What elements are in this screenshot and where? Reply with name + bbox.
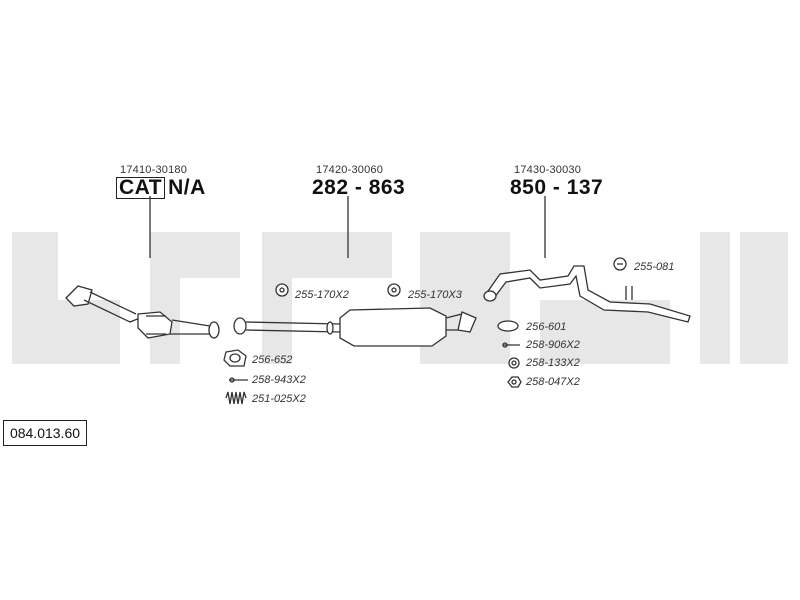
nut-icon (507, 376, 522, 388)
clamp-icon-2 (387, 283, 401, 297)
hanger-icon (613, 257, 627, 271)
gasket-icon-1 (223, 349, 247, 367)
clamp-icon-1 (275, 283, 289, 297)
part-label-258-133x2: 258-133X2 (526, 357, 580, 369)
part-label-251-025x2: 251-025X2 (252, 393, 306, 405)
price-code-2: 282 - 863 (312, 176, 406, 199)
bolt-icon-2 (502, 342, 520, 348)
watermark-block-2 (58, 300, 120, 364)
oem-number-3: 17430-30030 (514, 164, 582, 176)
part-label-258-943x2: 258-943X2 (252, 374, 306, 386)
cat-badge: CAT (116, 177, 166, 199)
watermark-block-3 (150, 232, 240, 278)
middle-silencer (233, 307, 477, 347)
gasket-icon-2 (497, 320, 519, 332)
part-label-255-170x3: 255-170X3 (408, 289, 462, 301)
part-label-258-047x2: 258-047X2 (526, 376, 580, 388)
part-label-256-601: 256-601 (526, 321, 567, 333)
part-label-255-170x2: 255-170X2 (295, 289, 349, 301)
reference-number: 084.013.60 (3, 420, 87, 446)
watermark-block-5 (262, 232, 392, 278)
part-label-258-906x2: 258-906X2 (526, 339, 580, 351)
watermark-block-9 (700, 232, 730, 364)
price-code-3: 850 - 137 (510, 176, 604, 199)
part-label-255-081: 255-081 (634, 261, 675, 273)
oem-number-1: 17410-30180 (120, 164, 188, 176)
washer-icon (508, 357, 520, 369)
oem-number-2: 17420-30060 (316, 164, 384, 176)
front-pipe-catalyst (65, 285, 220, 339)
spring-icon (225, 391, 247, 405)
watermark-block-10 (740, 232, 788, 364)
rear-pipe (483, 265, 691, 323)
watermark-block-1 (12, 232, 58, 364)
price-code-1-value: N/A (168, 176, 206, 199)
bolt-icon-1 (229, 377, 248, 383)
part-label-256-652: 256-652 (252, 354, 293, 366)
